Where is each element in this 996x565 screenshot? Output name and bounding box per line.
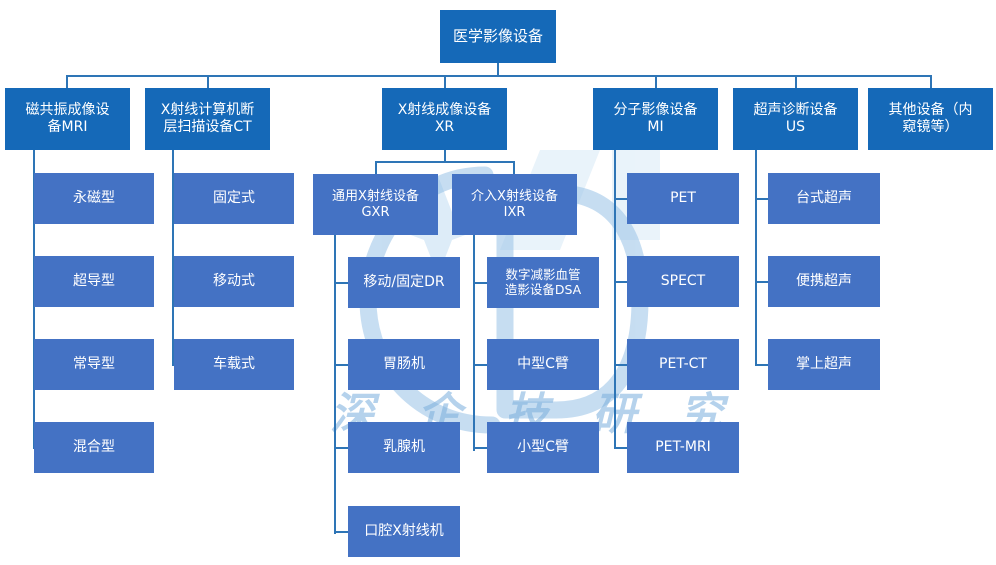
node-mri-child-4[interactable]: 混合型 [34,422,154,473]
connector-drop-ixr [513,161,515,174]
node-mri-child-2[interactable]: 超导型 [34,256,154,307]
connector-stub-us-1 [755,198,777,200]
connector-stub-ixr-3 [473,447,495,449]
connector-stub-gxr-3 [334,447,356,449]
node-mi-child-4[interactable]: PET-MRI [627,422,739,473]
node-us-child-3[interactable]: 掌上超声 [768,339,880,390]
connector-drop-mri [66,75,68,88]
connector-drop-mi [655,75,657,88]
connector-stub-us-3 [755,364,777,366]
node-gxr-child-4[interactable]: 口腔X射线机 [348,506,460,557]
node-ct[interactable]: X射线计算机断 层扫描设备CT [145,88,270,150]
connector-root-stem [497,63,499,76]
node-ixr-child-2[interactable]: 中型C臂 [487,339,599,390]
node-us-child-1[interactable]: 台式超声 [768,173,880,224]
connector-spine-ixr [473,235,475,451]
node-us-child-2[interactable]: 便携超声 [768,256,880,307]
node-ct-child-3[interactable]: 车载式 [174,339,294,390]
node-mi-child-1[interactable]: PET [627,173,739,224]
connector-stub-mi-1 [614,198,636,200]
connector-spine-ct [172,150,174,366]
node-mi-child-3[interactable]: PET-CT [627,339,739,390]
connector-drop-us [795,75,797,88]
node-gxr-child-1[interactable]: 移动/固定DR [348,257,460,308]
connector-stub-gxr-1 [334,282,356,284]
connector-drop-other [930,75,932,88]
node-ixr-child-3[interactable]: 小型C臂 [487,422,599,473]
connector-stub-gxr-4 [334,531,356,533]
connector-stub-gxr-2 [334,364,356,366]
connector-stub-mi-4 [614,447,636,449]
node-ct-child-1[interactable]: 固定式 [174,173,294,224]
node-other[interactable]: 其他设备（内 窥镜等） [868,88,993,150]
connector-stub-mi-2 [614,281,636,283]
connector-stub-ixr-1 [473,282,495,284]
node-root[interactable]: 医学影像设备 [440,10,556,63]
node-mri-child-1[interactable]: 永磁型 [34,173,154,224]
connector-xr-bus [375,161,514,163]
node-gxr-child-3[interactable]: 乳腺机 [348,422,460,473]
node-ixr-child-1[interactable]: 数字减影血管 造影设备DSA [487,257,599,308]
connector-stub-ixr-2 [473,364,495,366]
connector-drop-xr [444,75,446,88]
node-ixr[interactable]: 介入X射线设备 IXR [452,174,577,235]
node-mri-child-3[interactable]: 常导型 [34,339,154,390]
connector-spine-mi [614,150,616,449]
connector-spine-us [755,150,757,366]
connector-drop-gxr [375,161,377,174]
connector-stub-us-2 [755,281,777,283]
connector-xr-stem [444,150,446,162]
connector-spine-gxr [334,235,336,534]
node-xr[interactable]: X射线成像设备 XR [382,88,507,150]
node-ct-child-2[interactable]: 移动式 [174,256,294,307]
node-us[interactable]: 超声诊断设备 US [733,88,858,150]
node-gxr[interactable]: 通用X射线设备 GXR [313,174,438,235]
node-mi[interactable]: 分子影像设备 MI [593,88,718,150]
connector-stub-mi-3 [614,364,636,366]
node-mi-child-2[interactable]: SPECT [627,256,739,307]
connector-level1-bus [66,75,931,77]
node-gxr-child-2[interactable]: 胃肠机 [348,339,460,390]
connector-drop-ct [207,75,209,88]
node-mri[interactable]: 磁共振成像设 备MRI [5,88,130,150]
